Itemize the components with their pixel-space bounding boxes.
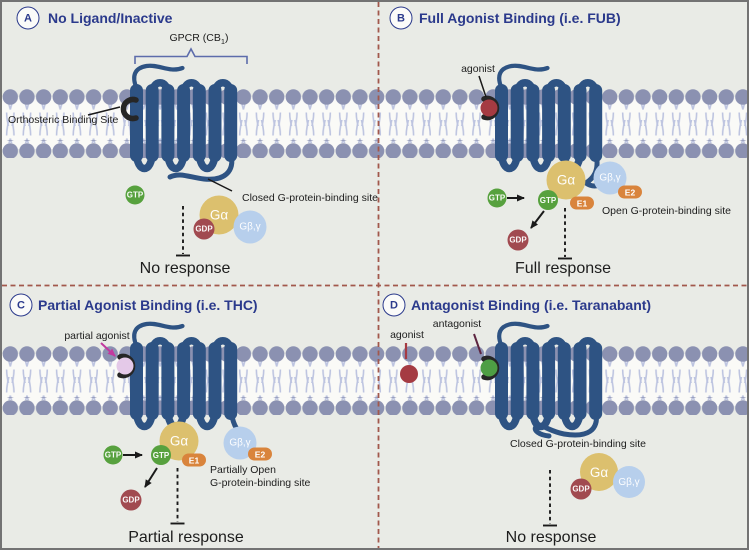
effector-e1-c: E1	[182, 453, 206, 467]
gtp-a: GTP	[125, 185, 145, 205]
partial-agonist-ligand-c	[116, 357, 134, 375]
gtp-free-c: GTP	[103, 445, 123, 465]
inhibition-tbar-b	[558, 208, 572, 260]
partially-open-site-line1: Partially Open	[210, 464, 276, 476]
antagonist-pointer-line-d	[473, 333, 482, 355]
agonist-ligand-b	[480, 99, 498, 117]
closed-site-label-d: Closed G-protein-binding site	[510, 438, 646, 450]
orthosteric-site-a-icon	[120, 96, 139, 122]
gtp-free-b: GTP	[487, 188, 507, 208]
g-beta-gamma-d: Gβ,γ	[613, 466, 645, 498]
gpcr-label-sub: 1	[220, 37, 226, 47]
response-b: Full response	[514, 260, 612, 277]
gdp-c: GDP	[120, 489, 142, 511]
antagonist-label-d: antagonist	[432, 318, 482, 330]
gtp-bound-b: GTP	[538, 190, 558, 210]
panel-c-title: Partial Agonist Binding (i.e. THC)	[38, 297, 258, 313]
panel-b-title: Full Agonist Binding (i.e. FUB)	[419, 10, 621, 26]
response-d: No response	[505, 529, 597, 546]
panel-b-badge: B	[389, 6, 413, 30]
effector-e2-c: E2	[248, 447, 272, 461]
inhibition-tbar-d	[543, 470, 557, 527]
receptor-d-cterm-tail	[532, 409, 599, 439]
g-alpha-a: Gα	[199, 195, 239, 235]
partial-agonist-pointer-arrow-c	[100, 342, 116, 357]
free-agonist-ligand-d	[400, 365, 418, 383]
panel-a-badge: A	[16, 6, 40, 30]
panel-d-badge: D	[382, 293, 406, 317]
panel-d-title: Antagonist Binding (i.e. Taranabant)	[411, 297, 652, 313]
gdp-arrow-c	[144, 467, 158, 488]
gtp-bound-c: GTP	[151, 445, 171, 465]
g-beta-gamma-a: Gβ,γ	[233, 210, 267, 244]
inhibition-tbar-c	[170, 468, 185, 525]
agonist-label-b: agonist	[461, 63, 495, 75]
agonist-label-d: agonist	[390, 329, 424, 341]
orthosteric-pointer-line	[87, 106, 121, 116]
gpcr-bracket	[134, 47, 248, 64]
response-c: Partial response	[128, 529, 244, 546]
receptor-d	[495, 324, 602, 439]
gdp-arrow-b	[530, 210, 545, 229]
gdp-d: GDP	[570, 478, 592, 500]
open-site-label-b: Open G-protein-binding site	[602, 205, 731, 217]
orthosteric-label: Orthosteric Binding Site	[8, 114, 119, 126]
gpcr-label-pre: GPCR (CB	[169, 31, 221, 44]
inhibition-tbar-a	[176, 206, 190, 257]
panel-a-title: No Ligand/Inactive	[48, 10, 173, 26]
response-a: No response	[139, 260, 231, 277]
panel-c-badge: C	[9, 293, 33, 317]
gdp-b: GDP	[507, 229, 529, 251]
effector-e1-b: E1	[570, 196, 594, 210]
effector-e2-b: E2	[618, 185, 642, 199]
partially-open-site-line2: G-protein-binding site	[210, 476, 311, 489]
gdp-a: GDP	[193, 218, 215, 240]
agonist-pointer-line-b	[478, 75, 487, 98]
receptor-a	[130, 66, 237, 182]
antagonist-ligand-d	[480, 359, 498, 377]
closed-site-label-a: Closed G-protein-binding site	[242, 192, 378, 204]
gpcr-label-post: )	[225, 31, 229, 44]
receptor-a-cterm-tail	[167, 151, 235, 182]
closed-site-pointer-line-a	[207, 178, 233, 192]
partially-open-site-label-c: Partially Open G-protein-binding site	[210, 464, 310, 489]
gpcr-label: GPCR (CB1)	[169, 32, 228, 46]
partial-agonist-label-c: partial agonist	[64, 330, 130, 342]
